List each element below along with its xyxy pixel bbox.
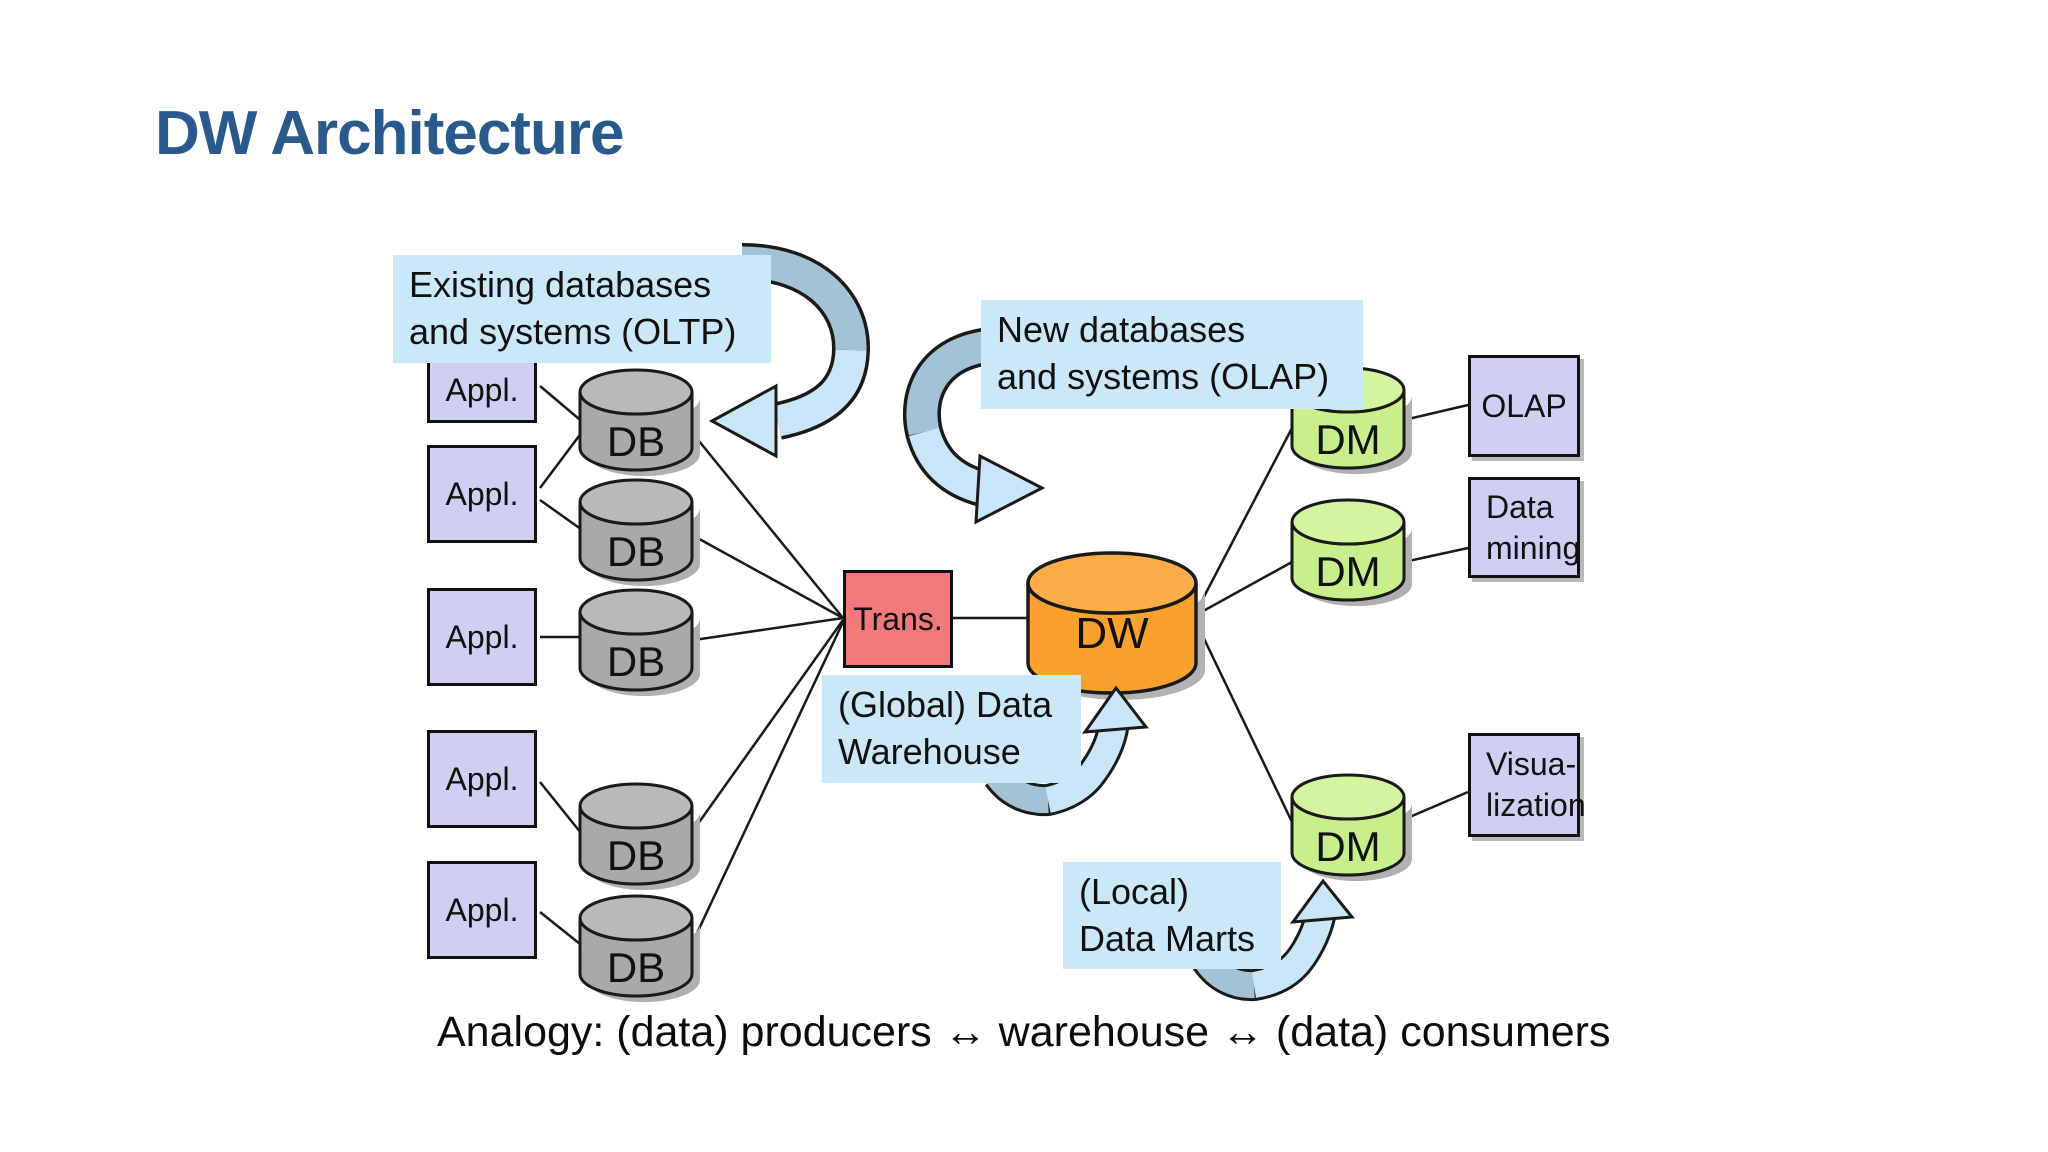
callout-local-dm: (Local) Data Marts: [1063, 862, 1281, 969]
dm-cylinder-1: DM: [1290, 366, 1412, 474]
db-label: DB: [607, 638, 665, 685]
connector-line: [1195, 560, 1293, 617]
callout-olap-line2: and systems (OLAP): [997, 356, 1330, 397]
olap-box: OLAP: [1468, 355, 1580, 457]
dm-cylinder-3: DM: [1290, 773, 1412, 881]
db-label: DB: [607, 832, 665, 879]
callout-oltp: Existing databases and systems (OLTP): [393, 255, 771, 363]
connector-line: [688, 619, 845, 836]
connector-line: [691, 533, 844, 620]
analogy-text: Analogy: (data) producers ↔ warehouse ↔ …: [437, 1008, 1611, 1056]
callout-oltp-line1: Existing databases: [409, 264, 712, 305]
connector-line: [689, 429, 844, 619]
db-label: DB: [607, 944, 665, 991]
curved-arrow-olap: [902, 327, 1046, 525]
connector-line: [693, 616, 844, 642]
db-label: DB: [607, 418, 665, 465]
appl-label: Appl.: [445, 618, 519, 655]
callout-local-dm-line2: Data Marts: [1079, 918, 1256, 959]
dm-cylinder-2: DM: [1290, 498, 1412, 606]
appl-label: Appl.: [445, 475, 519, 512]
db-cylinder-1: DB: [578, 368, 700, 476]
callout-olap-line1: New databases: [997, 309, 1246, 350]
callout-global-dw-line2: Warehouse: [838, 731, 1021, 772]
appl-box-5: Appl.: [427, 861, 537, 959]
callout-oltp-line2: and systems (OLTP): [409, 311, 737, 352]
callout-global-dw-line1: (Global) Data: [838, 684, 1053, 725]
db-cylinder-5: DB: [578, 894, 700, 1002]
db-cylinder-3: DB: [578, 588, 700, 696]
appl-box-3: Appl.: [427, 588, 537, 686]
dm-label: DM: [1315, 416, 1380, 463]
callout-global-dw: (Global) Data Warehouse: [822, 675, 1081, 783]
connector-line: [539, 385, 586, 425]
dm-label: DM: [1315, 548, 1380, 595]
dw-label: DW: [1075, 609, 1149, 658]
connector-line: [539, 911, 586, 949]
olap-label: OLAP: [1481, 387, 1567, 424]
visualization-label-line1: Visua-: [1486, 746, 1577, 782]
connector-lines: [539, 385, 1469, 949]
page-title: DW Architecture: [155, 99, 624, 168]
visualization-label-line2: lization: [1486, 787, 1586, 823]
callout-olap: New databases and systems (OLAP): [981, 300, 1363, 409]
appl-box-4: Appl.: [427, 730, 537, 828]
connector-line: [539, 498, 586, 534]
trans-label: Trans.: [853, 600, 943, 637]
curved-arrow-global-dw: [984, 685, 1149, 817]
data-mining-label-line1: Data: [1486, 488, 1554, 525]
appl-box-2: Appl.: [427, 445, 537, 543]
connector-line: [1194, 427, 1294, 613]
appl-label: Appl.: [445, 371, 519, 408]
connector-line: [1403, 546, 1469, 564]
visualization-box: Visua- lization: [1468, 733, 1586, 837]
connector-line: [1403, 403, 1469, 422]
appl-box-1: Appl.: [427, 357, 537, 423]
db-cylinder-2: DB: [578, 478, 700, 586]
callout-local-dm-line1: (Local): [1079, 871, 1190, 912]
dm-label: DM: [1315, 823, 1380, 870]
appl-label: Appl.: [445, 760, 519, 797]
connector-line: [539, 427, 586, 489]
connector-line: [539, 781, 586, 839]
db-cylinder-4: DB: [578, 782, 700, 890]
data-mining-box: Data mining: [1468, 477, 1580, 578]
data-mining-label-line2: mining: [1486, 529, 1581, 566]
curved-arrow-local-dm: [1192, 878, 1355, 1002]
connector-line: [1194, 621, 1294, 823]
trans-box: Trans.: [843, 570, 953, 668]
db-label: DB: [607, 528, 665, 575]
appl-label: Appl.: [445, 891, 519, 928]
connector-line: [688, 621, 845, 949]
